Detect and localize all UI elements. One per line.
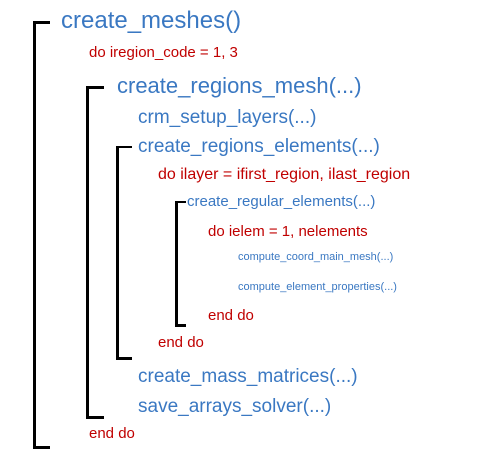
create-regions-elements-label: create_regions_elements(...) (138, 136, 380, 157)
bracket-create-meshes-bottom (33, 446, 50, 449)
bracket-create-regions-mesh-bottom (86, 416, 104, 419)
do-iregion-loop-label: do iregion_code = 1, 3 (89, 44, 238, 61)
bracket-create-regular-elements-vertical (175, 201, 178, 327)
create-mass-matrices-label: create_mass_matrices(...) (138, 366, 358, 387)
create-regions-mesh-label: create_regions_mesh(...) (117, 73, 362, 98)
bracket-create-regular-elements-top (175, 201, 186, 203)
compute-coord-main-mesh-label: compute_coord_main_mesh(...) (238, 251, 394, 263)
bracket-create-meshes-vertical (33, 21, 36, 449)
bracket-create-regions-mesh-vertical (86, 86, 89, 419)
bracket-create-regions-elements-vertical (116, 146, 119, 360)
end-do-ilayer-label: end do (158, 334, 204, 351)
bracket-create-meshes-top (33, 21, 50, 24)
create-regular-elements-label: create_regular_elements(...) (187, 193, 376, 210)
bracket-create-regions-mesh-top (86, 86, 104, 89)
do-ilayer-loop-label: do ilayer = ifirst_region, ilast_region (158, 166, 411, 183)
do-ielem-loop-label: do ielem = 1, nelements (208, 223, 368, 240)
bracket-create-regions-elements-bottom (116, 357, 132, 360)
save-arrays-solver-label: save_arrays_solver(...) (138, 396, 332, 417)
compute-element-properties-label: compute_element_properties(...) (238, 281, 397, 293)
bracket-create-regions-elements-top (116, 146, 132, 148)
crm-setup-layers-label: crm_setup_layers(...) (138, 107, 317, 128)
end-do-iregion-label: end do (89, 425, 135, 442)
create-meshes-label: create_meshes() (61, 7, 242, 34)
end-do-ielem-label: end do (208, 307, 254, 324)
bracket-create-regular-elements-bottom (175, 324, 186, 327)
